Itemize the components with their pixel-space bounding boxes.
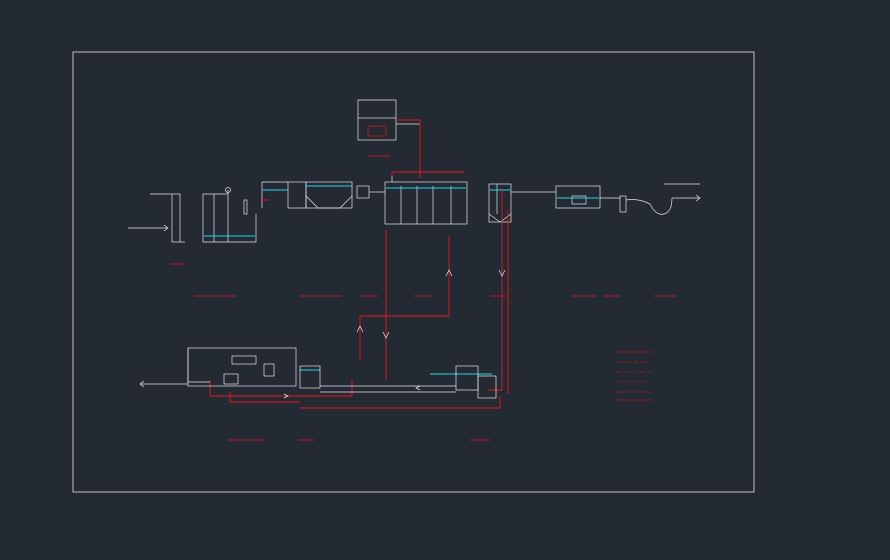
- water-level-lines: [204, 185, 599, 375]
- legend: [616, 351, 652, 401]
- flow-arrows: [283, 269, 506, 399]
- blower-room: [357, 99, 420, 141]
- sludge-treatment: [139, 347, 497, 399]
- pipe-network: [209, 119, 509, 409]
- drawing-frame: [72, 51, 755, 493]
- main-process-line: [128, 176, 701, 243]
- caption-underlines: [170, 155, 676, 441]
